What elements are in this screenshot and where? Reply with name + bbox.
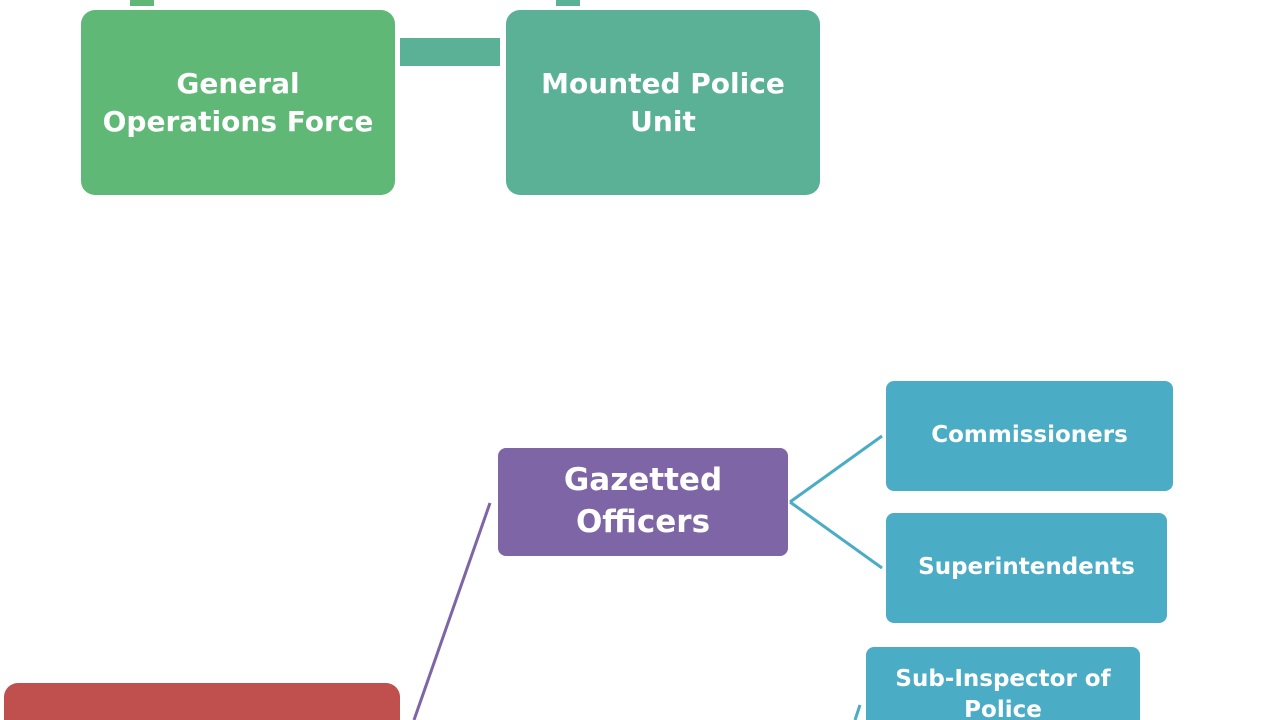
- node-mounted-police-unit-label: Mounted Police Unit: [541, 66, 785, 138]
- node-general-operations-force: General Operations Force: [81, 10, 395, 195]
- connector-gazetted-commissioners: [789, 434, 883, 504]
- connector-gazetted-superintendents: [789, 500, 883, 570]
- node-sub-inspector: Sub-Inspector of Police: [866, 647, 1140, 720]
- node-superintendents: Superintendents: [886, 513, 1167, 623]
- connector-stub-left: [130, 0, 154, 6]
- node-commissioners: Commissioners: [886, 381, 1173, 491]
- connector-stub-right: [556, 0, 580, 6]
- node-general-operations-force-label: General Operations Force: [102, 66, 374, 138]
- connector-sub-inspector: [853, 704, 862, 720]
- node-superintendents-label: Superintendents: [918, 554, 1135, 581]
- node-commissioners-label: Commissioners: [931, 422, 1128, 449]
- node-gazetted-officers-label: Gazetted Officers: [563, 462, 723, 540]
- node-mounted-police-unit: Mounted Police Unit: [506, 10, 820, 195]
- node-gazetted-officers: Gazetted Officers: [498, 448, 788, 556]
- connector-general-mounted: [400, 38, 500, 66]
- node-red-root: [4, 683, 400, 720]
- node-sub-inspector-label: Sub-Inspector of Police: [895, 666, 1111, 720]
- connector-red-gazetted: [412, 502, 492, 720]
